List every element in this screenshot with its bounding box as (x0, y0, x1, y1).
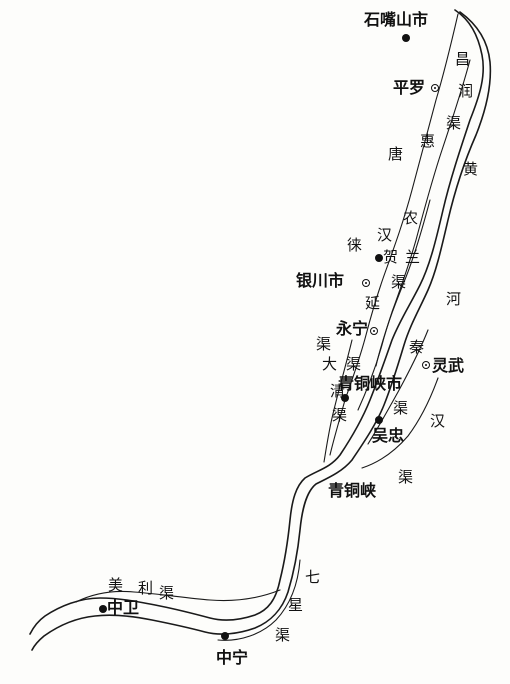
helan-canal-char-1: 贺 (383, 248, 399, 266)
hanqu-canal (361, 377, 439, 469)
pingluo-label: 平罗 (393, 78, 426, 97)
zhongwei-marker (99, 605, 107, 613)
zhongning-marker (221, 632, 229, 640)
shizuishan-marker (402, 34, 410, 42)
huinong-canal-char-2: 农 (403, 209, 419, 227)
yellow-river-char-2: 河 (446, 290, 462, 308)
pingluo-marker (431, 84, 439, 92)
zhongning-label: 中宁 (216, 648, 249, 667)
qingtongxia-city-label: 青铜峡市 (338, 374, 403, 393)
han-canal-char: 汉 (377, 226, 393, 244)
meili-canal (75, 589, 281, 603)
qingtongxia-gorge-label: 青铜峡 (328, 481, 377, 500)
meili-canal-char-2: 利 (138, 579, 154, 597)
qixing-canal-char-1: 七 (305, 568, 321, 586)
qixing-canal-char-2: 星 (288, 596, 304, 614)
huinong-canal-char-1: 惠 (420, 132, 436, 150)
lingwu-label: 灵武 (432, 356, 465, 375)
changrun-canal-char-2: 润 (458, 82, 474, 100)
qixing-canal (217, 559, 301, 641)
meili-canal-char-3: 渠 (159, 584, 175, 602)
qin-canal-char-2: 渠 (393, 399, 409, 417)
qingshui-canal (323, 339, 353, 463)
qixing-canal-char-3: 渠 (275, 626, 291, 644)
tanglai-canal-char-1: 唐 (388, 145, 404, 163)
tanglai-canal-char-2: 徕 (347, 236, 363, 254)
helan-canal-char-2: 兰 (405, 248, 421, 266)
wuzhong-label: 吴忠 (372, 426, 405, 445)
yellow-river-char-1: 黄 (463, 160, 479, 178)
zhongwei-label: 中卫 (107, 598, 140, 617)
hanqu-canal-char-1: 汉 (430, 412, 446, 430)
changrun-canal-char-3: 渠 (446, 114, 462, 132)
qingshui-canal-char-2: 渠 (332, 406, 348, 424)
damin-canal-char-2: 渠 (316, 335, 332, 353)
damin-canal-char-3: 渠 (346, 355, 362, 373)
qingshui-canal-char-1: 清 (330, 382, 346, 400)
wuzhong-marker (375, 416, 383, 424)
hanqu-canal-char-2: 渠 (398, 468, 414, 486)
lingwu-marker (422, 361, 430, 369)
shizuishan-label: 石嘴山市 (364, 10, 429, 29)
yellow-river-east-bank (31, 11, 492, 651)
damin-canal-char-1: 大 (322, 355, 338, 373)
changrun-canal-char-1: 昌 (455, 50, 471, 68)
han-canal (357, 199, 431, 411)
yellow-river-west-bank (29, 9, 485, 635)
yinchuan-marker (375, 254, 383, 262)
yongning-label: 永宁 (336, 319, 369, 338)
yongning-marker (370, 327, 378, 335)
yinchuan-capital-marker (362, 279, 370, 287)
helan-canal-char-3: 渠 (391, 273, 407, 291)
meili-canal-char-1: 美 (108, 576, 124, 594)
qin-canal (367, 329, 429, 445)
qingtongxia-city-marker (341, 394, 349, 402)
yinchuan-label: 银川市 (296, 271, 345, 290)
qin-canal-char-1: 秦 (409, 338, 425, 356)
yan-canal-char: 延 (365, 294, 381, 312)
